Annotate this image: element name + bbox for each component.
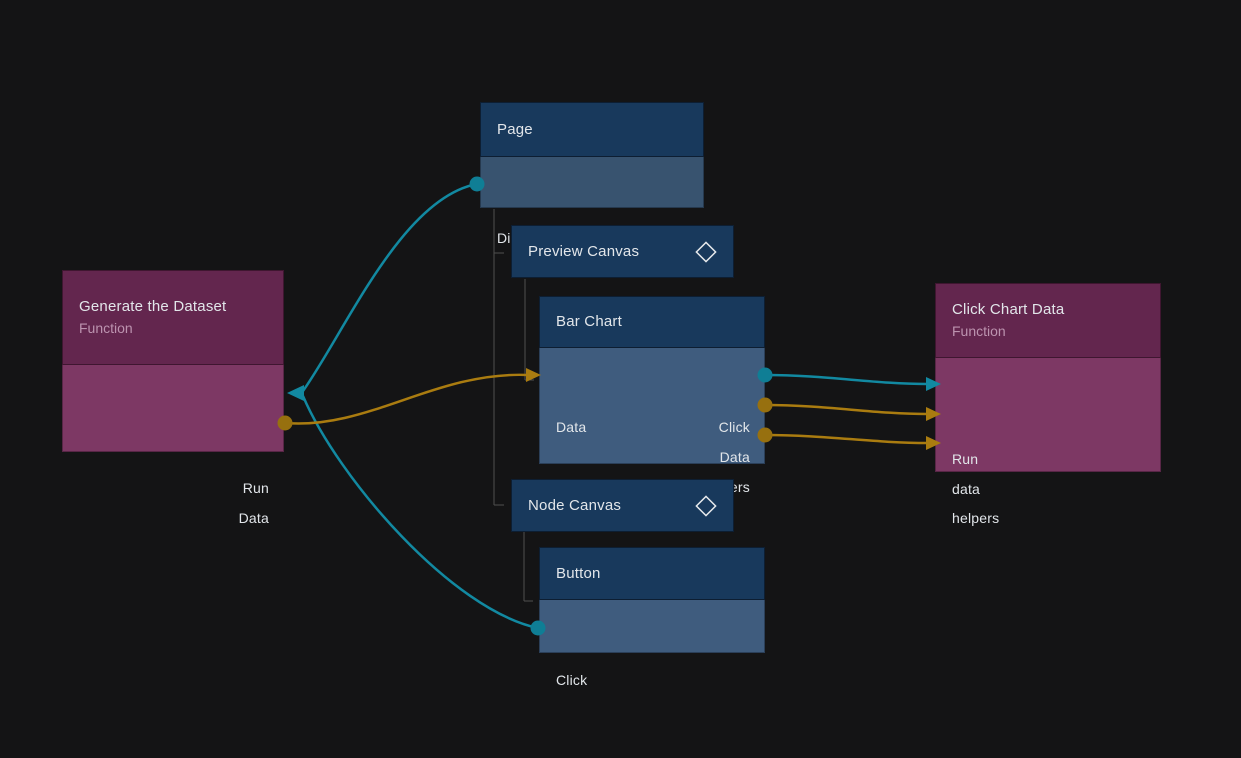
node-title: Page (497, 120, 533, 138)
node-header: Node Canvas (511, 479, 734, 532)
node-title: Button (556, 564, 601, 582)
connection-helpers-to-helpers[interactable] (764, 433, 929, 445)
port-click-output[interactable]: Click (718, 419, 750, 435)
connection-data-to-chart-data[interactable] (284, 373, 529, 425)
node-header: Preview Canvas (511, 225, 734, 278)
node-ports-area: Click (539, 600, 765, 688)
node-generate-dataset[interactable]: Generate the Dataset Function Run Data (62, 270, 284, 526)
node-header: Page (480, 102, 704, 157)
node-ports-area: Did Mount (480, 157, 704, 246)
node-title: Preview Canvas (528, 242, 640, 260)
port-run-input[interactable]: Run (242, 480, 269, 496)
node-header: Button (539, 547, 765, 600)
connection-chart-click-to-run[interactable] (764, 373, 929, 386)
node-header: Bar Chart (539, 296, 765, 348)
port-data-output[interactable]: Data (238, 510, 269, 526)
node-title: Click Chart Data (952, 301, 1065, 318)
node-page[interactable]: Page Did Mount (480, 102, 704, 246)
node-ports-area: Data Click Data Helpers (539, 348, 765, 495)
node-button[interactable]: Button Click (539, 547, 765, 688)
port-click-output[interactable]: Click (556, 672, 588, 688)
node-ports-area: Run data helpers (935, 358, 1161, 526)
node-title: Node Canvas (528, 496, 622, 514)
node-node-canvas[interactable]: Node Canvas (511, 479, 734, 532)
visual-component-diamond-icon (695, 240, 717, 263)
node-preview-canvas[interactable]: Preview Canvas (511, 225, 734, 278)
node-ports-area: Run Data (62, 365, 284, 526)
node-title: Bar Chart (556, 313, 622, 330)
node-bar-chart[interactable]: Bar Chart Data Click Data Helpers (539, 296, 765, 495)
node-click-chart-data[interactable]: Click Chart Data Function Run data helpe… (935, 283, 1161, 526)
node-header: Generate the Dataset Function (62, 270, 284, 365)
node-subtitle: Function (79, 320, 133, 336)
port-helpers-input[interactable]: helpers (952, 510, 1000, 526)
connection-chart-data-to-data[interactable] (764, 403, 929, 416)
visual-component-diamond-icon (695, 494, 717, 517)
connection-did-mount-to-run[interactable] (301, 182, 478, 392)
node-subtitle: Function (952, 323, 1006, 339)
node-title: Generate the Dataset (79, 298, 227, 315)
port-data-input[interactable]: Data (556, 419, 587, 435)
port-data-input[interactable]: data (952, 481, 981, 497)
port-data-output[interactable]: Data (719, 449, 750, 465)
port-run-input[interactable]: Run (952, 451, 979, 467)
node-header: Click Chart Data Function (935, 283, 1161, 358)
connection-button-click-to-run[interactable] (301, 395, 539, 630)
arrowhead-run-input (287, 385, 304, 401)
